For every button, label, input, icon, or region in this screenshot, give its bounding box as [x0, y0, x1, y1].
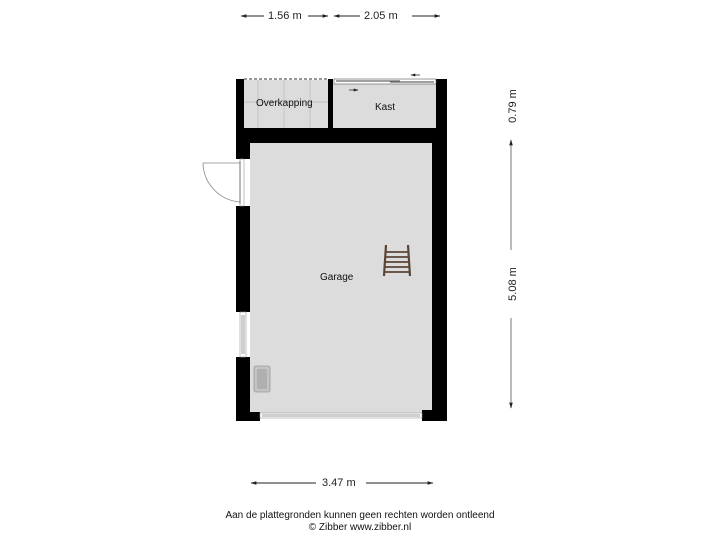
kast-floor	[332, 84, 436, 128]
dimension-right-lower: 5.08 m	[507, 260, 519, 308]
garage-floor	[250, 143, 432, 413]
door-swing-icon	[202, 158, 245, 207]
sink-icon	[253, 365, 271, 393]
room-label-overkapping: Overkapping	[256, 98, 313, 109]
footer-copyright: © Zibber www.zibber.nl	[308, 522, 412, 533]
dimension-right-upper: 0.79 m	[507, 82, 519, 130]
room-label-garage: Garage	[320, 272, 354, 283]
dimension-top-right: 2.05 m	[362, 10, 400, 22]
left-window	[239, 311, 247, 358]
overkapping-grid	[244, 80, 328, 128]
walls	[236, 79, 447, 421]
dimension-top-left: 1.56 m	[266, 10, 304, 22]
dimension-bottom: 3.47 m	[320, 477, 358, 489]
footer-disclaimer: Aan de plattegronden kunnen geen rechten…	[225, 510, 495, 521]
room-label-kast: Kast	[375, 102, 396, 113]
garage-door	[259, 412, 423, 419]
kast-sliding-door	[333, 73, 437, 92]
ladder-icon	[382, 244, 412, 277]
